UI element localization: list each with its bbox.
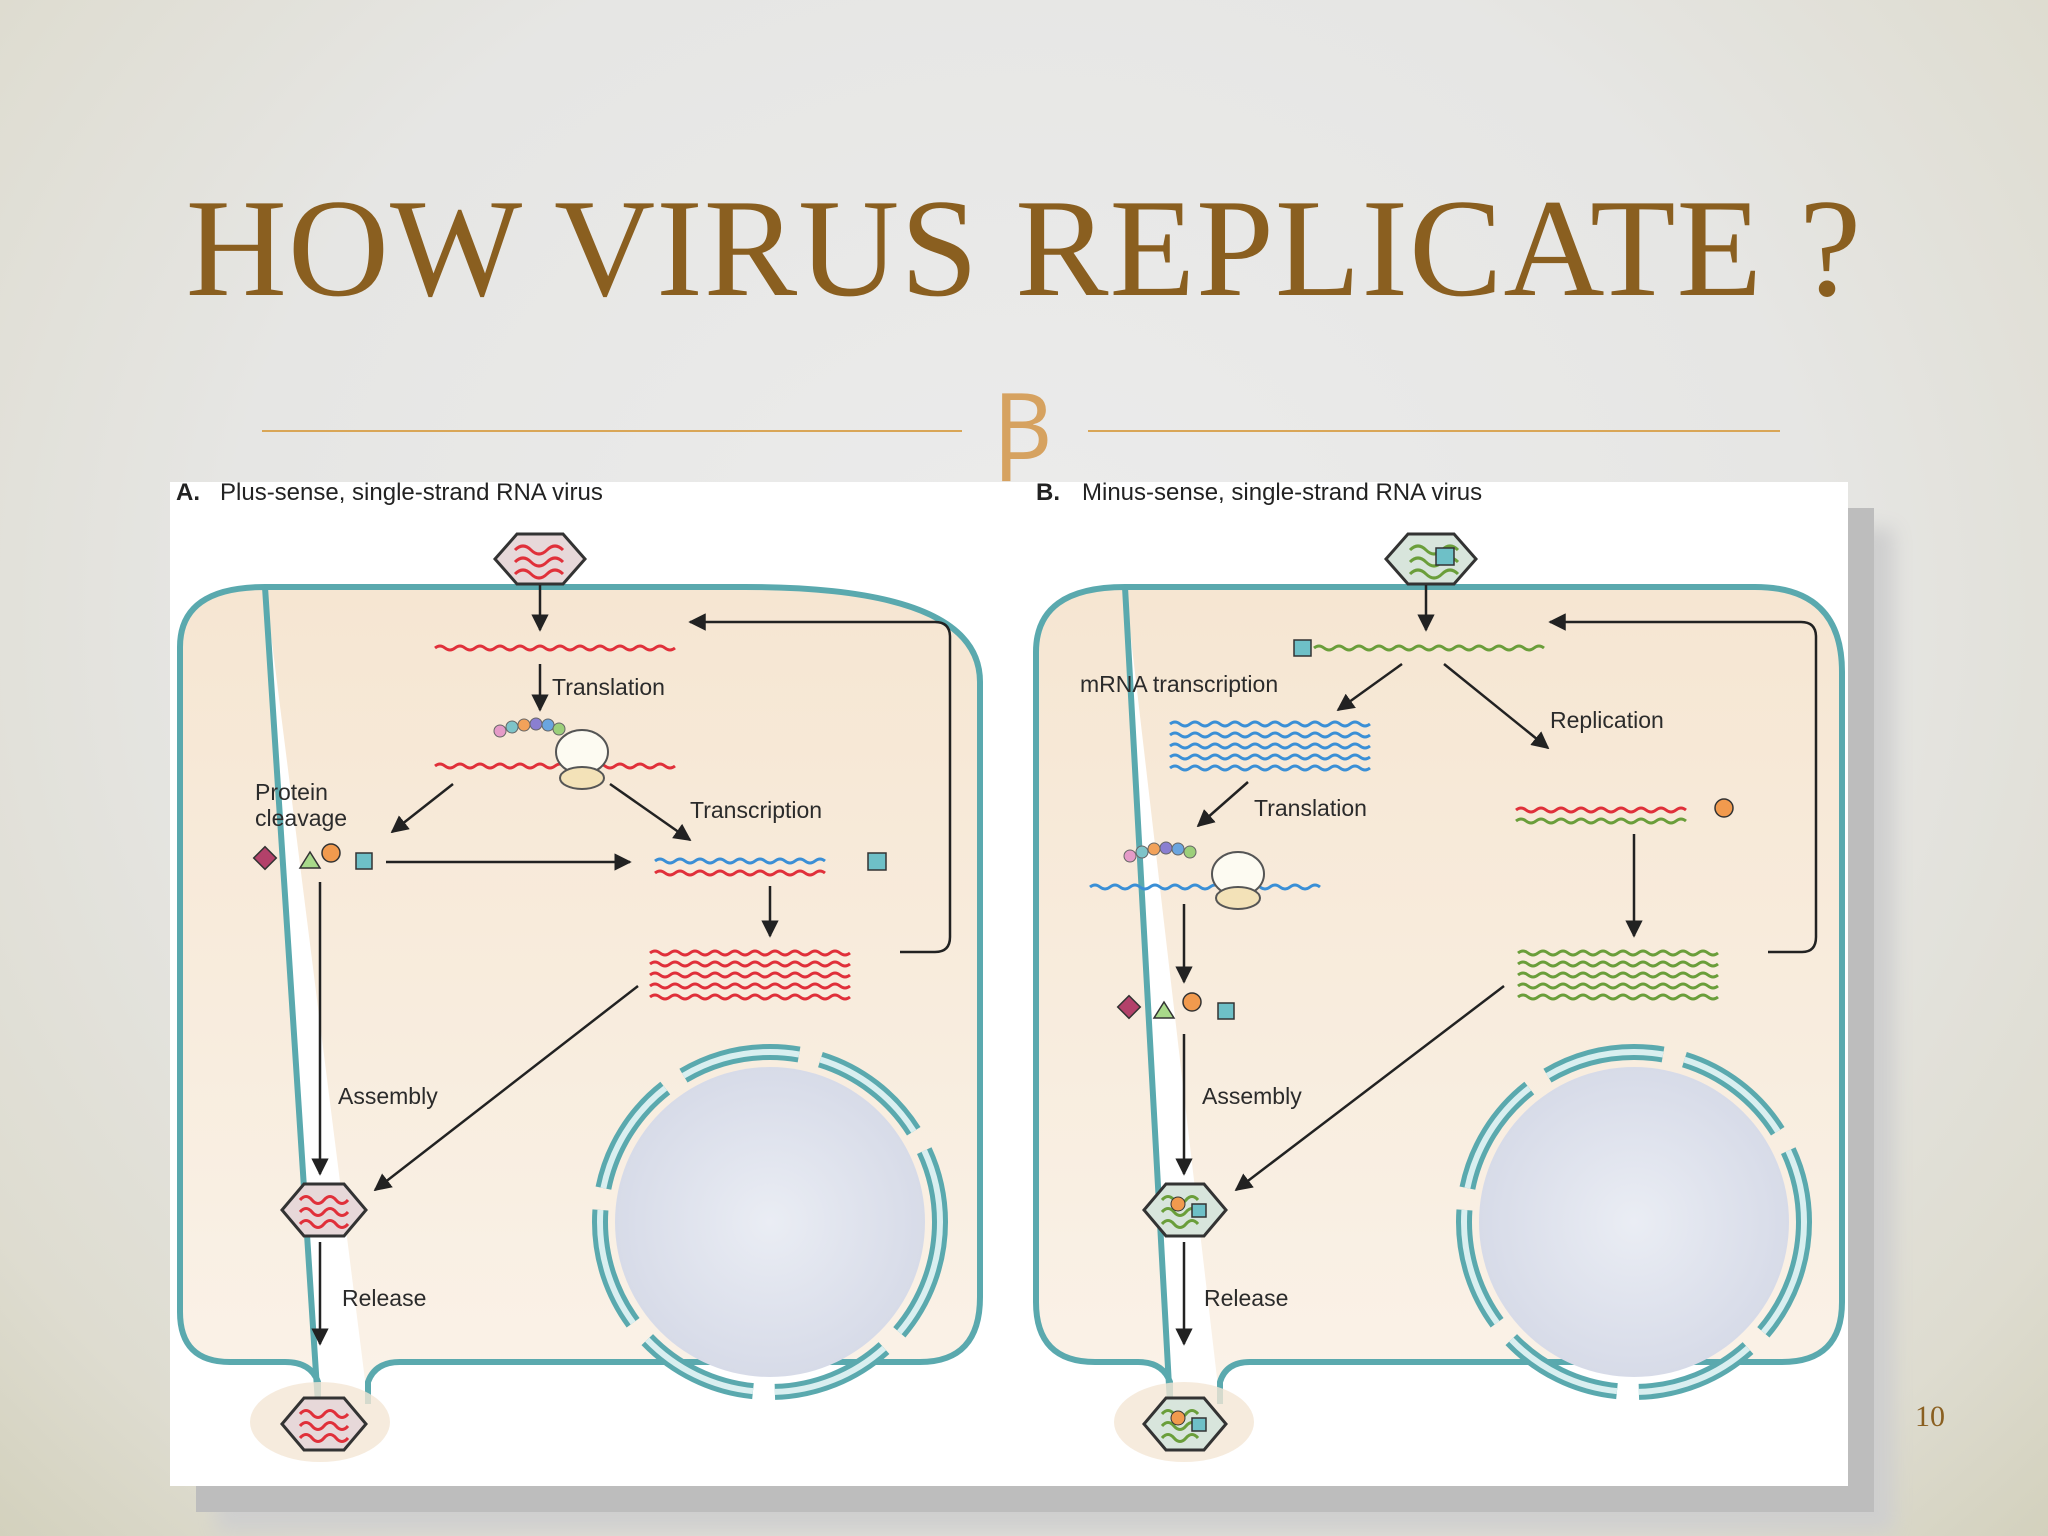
plus-rna-stack <box>649 949 851 1001</box>
released-virion-a <box>280 1396 368 1452</box>
label-protein-a: Protein <box>255 779 328 805</box>
label-translation-b: Translation <box>1254 795 1367 821</box>
minus-rna-stack <box>1517 949 1719 1001</box>
replication-intermediate-b <box>1515 798 1734 825</box>
label-assembly-b: Assembly <box>1202 1083 1302 1109</box>
panel-b-heading: Minus-sense, single-strand RNA virus <box>1082 482 1482 506</box>
assembled-virion-a <box>280 1182 368 1238</box>
panel-a-heading: Plus-sense, single-strand RNA virus <box>220 482 603 506</box>
protein-shapes-icon <box>252 843 373 871</box>
assembled-virion-b <box>1142 1182 1228 1238</box>
nucleus-icon <box>1456 1044 1812 1400</box>
ornament-icon: Ꞵ <box>993 374 1053 481</box>
plus-rna-strand <box>434 644 676 652</box>
label-release-b: Release <box>1204 1285 1288 1311</box>
label-release-a: Release <box>342 1285 426 1311</box>
page-number: 10 <box>1915 1400 1945 1433</box>
panel-a: A. Plus-sense, single-strand RNA virus T… <box>176 482 983 1462</box>
virion-hexagon-icon <box>493 532 587 586</box>
slide-title: HOW VIRUS REPLICATE ? <box>185 171 1863 326</box>
released-virion-b <box>1142 1396 1228 1452</box>
label-replication: Replication <box>1550 707 1664 733</box>
label-translation-a: Translation <box>552 674 665 700</box>
label-transcription-a: Transcription <box>690 797 822 823</box>
title-rule-right <box>1088 430 1780 432</box>
ribosome-icon <box>1089 841 1321 910</box>
label-cleavage-a: cleavage <box>255 805 347 831</box>
protein-shapes-icon <box>1116 992 1235 1020</box>
virus-replication-figure: A. Plus-sense, single-strand RNA virus T… <box>170 482 1848 1486</box>
title-rule-left <box>262 430 962 432</box>
label-mrna-transcription: mRNA transcription <box>1080 671 1278 697</box>
label-assembly-a: Assembly <box>338 1083 438 1109</box>
nucleus-icon <box>592 1044 948 1400</box>
replication-intermediate-a <box>654 852 887 877</box>
panel-b-letter: B. <box>1036 482 1060 506</box>
mrna-stack <box>1169 720 1371 772</box>
virion-hexagon-icon <box>1384 532 1478 586</box>
panel-b: B. Minus-sense, single-strand RNA virus … <box>1033 482 1845 1462</box>
panel-a-letter: A. <box>176 482 200 506</box>
minus-rna-strand <box>1313 644 1545 652</box>
ribosome-icon <box>434 717 676 790</box>
